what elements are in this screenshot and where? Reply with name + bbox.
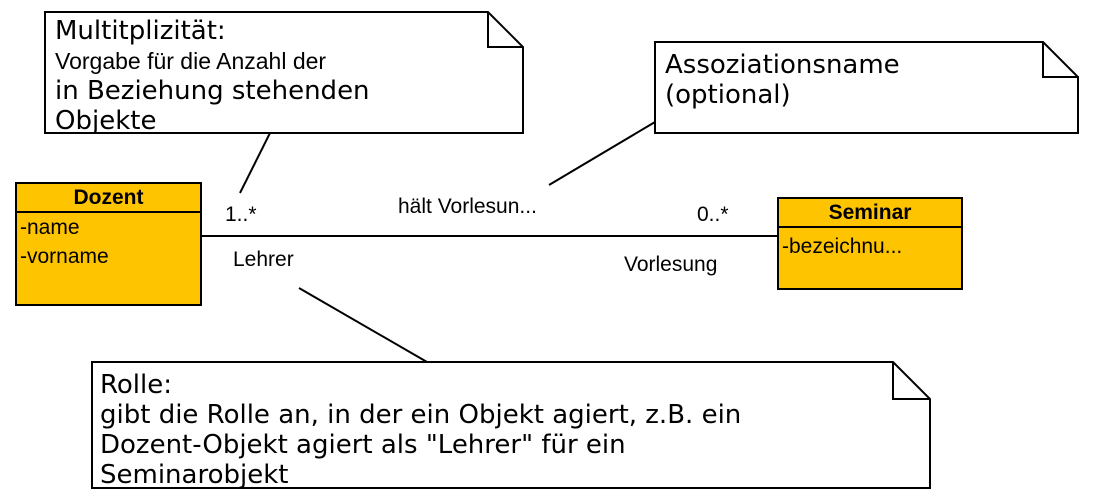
right-role: Vorlesung	[624, 253, 718, 276]
dozent-class-name: Dozent	[17, 184, 200, 213]
role-note-fold	[892, 362, 930, 400]
role-note-line-2: gibt die Rolle an, in der ein Objekt agi…	[100, 400, 742, 430]
multiplicity-note-line-4: Objekte	[55, 106, 157, 133]
multiplicity-note-connector	[239, 132, 271, 194]
role-note-connector	[298, 287, 428, 363]
left-multiplicity: 1..*	[225, 203, 257, 226]
dozent-class[interactable]: Dozent -name -vorname	[15, 182, 202, 306]
multiplicity-note-outline	[44, 11, 524, 134]
seminar-class-name: Seminar	[779, 199, 961, 228]
dozent-attributes: -name -vorname	[17, 213, 200, 271]
multiplicity-note-line-3: in Beziehung stehenden	[55, 76, 370, 106]
association-note-fold	[1042, 42, 1078, 78]
role-note-title: Rolle:	[100, 370, 173, 400]
seminar-attribute-bezeichnung: -bezeichnu...	[782, 235, 903, 258]
role-note-line-3: Dozent-Objekt agiert als "Lehrer" für ei…	[100, 430, 626, 460]
role-note: Rolle: gibt die Rolle an, in der ein Obj…	[92, 370, 893, 487]
association-note-line-1: Assoziationsname	[665, 50, 900, 80]
multiplicity-note-line-2: Vorgabe für die Anzahl der	[55, 48, 327, 74]
association-note-outline	[654, 41, 1079, 134]
association-name-note: Assoziationsname (optional)	[655, 50, 1043, 132]
seminar-class[interactable]: Seminar -bezeichnu...	[777, 197, 963, 290]
right-multiplicity: 0..*	[697, 203, 729, 226]
multiplicity-note-fold	[487, 12, 523, 48]
role-note-outline	[91, 361, 931, 489]
role-note-line-4: Seminarobjekt	[100, 460, 289, 487]
association-note-connector	[548, 121, 656, 186]
seminar-attributes: -bezeichnu...	[779, 228, 961, 261]
multiplicity-note: Multitplizität: Vorgabe für die Anzahl d…	[45, 16, 488, 133]
association-name: hält Vorlesun...	[398, 195, 537, 218]
association-note-line-2: (optional)	[665, 80, 791, 110]
dozent-attribute-vorname: -vorname	[20, 245, 109, 268]
dozent-attribute-name: -name	[20, 216, 80, 239]
multiplicity-note-title: Multitplizität:	[55, 16, 226, 46]
left-role: Lehrer	[233, 248, 294, 271]
